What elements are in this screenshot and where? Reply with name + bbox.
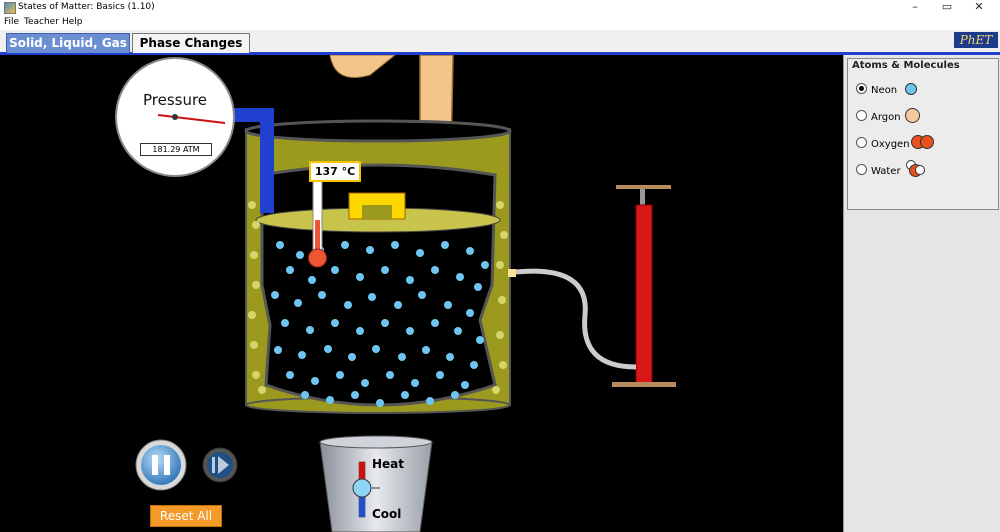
radio-neon[interactable] — [856, 83, 867, 94]
radio-water[interactable] — [856, 164, 867, 175]
pressure-readout: 181.29 ATM — [140, 143, 212, 156]
tab-phase-changes[interactable]: Phase Changes — [132, 33, 250, 53]
label-neon: Neon — [871, 85, 898, 96]
cool-label: Cool — [372, 507, 402, 521]
temperature-readout: 137 °C — [309, 161, 361, 182]
tab-bar: Solid, Liquid, Gas Phase Changes PhET — [0, 30, 1000, 55]
label-argon: Argon — [871, 112, 901, 123]
step-forward-button[interactable] — [202, 447, 238, 483]
minimize-button[interactable]: – — [912, 0, 918, 13]
window-title: States of Matter: Basics (1.10) — [18, 2, 155, 12]
option-oxygen[interactable]: Oxygen — [856, 137, 910, 150]
argon-atom-icon — [905, 108, 920, 123]
tab-solid-liquid-gas[interactable]: Solid, Liquid, Gas — [6, 33, 130, 53]
option-argon[interactable]: Argon — [856, 110, 901, 123]
heat-cool-slider[interactable] — [352, 478, 372, 498]
oxygen-atom-icon — [920, 135, 934, 149]
step-forward-icon — [218, 456, 229, 474]
menu-teacher[interactable]: Teacher — [24, 17, 59, 27]
phet-logo[interactable]: PhET — [954, 32, 998, 48]
simulation-canvas — [115, 55, 676, 532]
pause-button[interactable] — [135, 439, 187, 491]
simulation-stage: Pressure 181.29 ATM 137 °C Heat Cool — [0, 55, 843, 532]
label-water: Water — [871, 166, 901, 177]
close-button[interactable]: ✕ — [974, 0, 984, 13]
bicycle-pump[interactable] — [515, 185, 676, 387]
label-oxygen: Oxygen — [871, 139, 910, 150]
restore-button[interactable]: ▭ — [941, 0, 953, 13]
pause-icon — [152, 455, 158, 475]
window-titlebar: States of Matter: Basics (1.10) – ▭ ✕ — [0, 0, 1000, 16]
option-water[interactable]: Water — [856, 164, 901, 177]
menu-file[interactable]: File — [4, 17, 20, 27]
java-app-icon — [4, 2, 16, 14]
radio-oxygen[interactable] — [856, 137, 867, 148]
water-hydrogen-icon — [915, 165, 925, 175]
side-panel: Atoms & Molecules Neon Argon Oxygen Wate… — [843, 55, 1000, 532]
thermometer — [308, 174, 327, 268]
menu-help[interactable]: Help — [62, 17, 83, 27]
heat-cool-bucket — [319, 435, 433, 532]
particle-container — [244, 119, 516, 414]
reset-all-button[interactable]: Reset All — [150, 505, 222, 527]
heat-label: Heat — [372, 457, 405, 471]
menu-bar: File Teacher Help — [0, 16, 1000, 30]
option-neon[interactable]: Neon — [856, 83, 897, 96]
neon-particles — [271, 241, 489, 407]
neon-atom-icon — [905, 83, 917, 95]
atoms-molecules-panel: Atoms & Molecules Neon Argon Oxygen Wate… — [847, 58, 999, 210]
panel-title: Atoms & Molecules — [852, 60, 960, 71]
gauge-title: Pressure — [142, 91, 208, 109]
radio-argon[interactable] — [856, 110, 867, 121]
